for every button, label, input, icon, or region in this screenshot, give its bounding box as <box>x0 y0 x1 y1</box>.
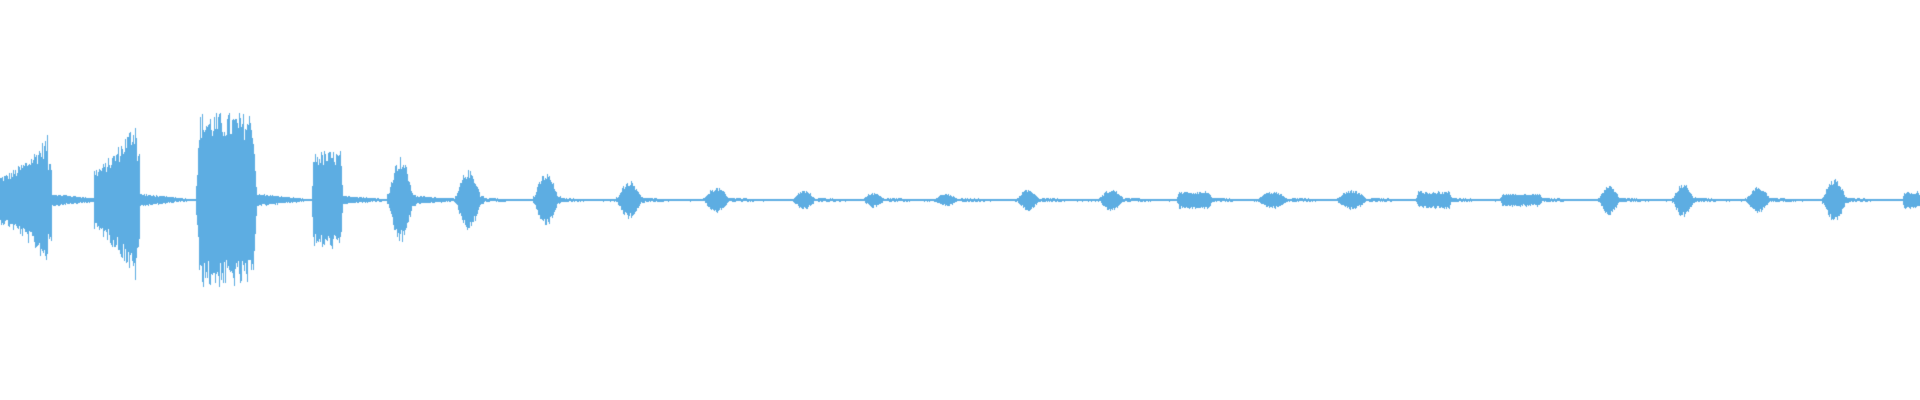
audio-waveform[interactable] <box>0 0 1920 400</box>
